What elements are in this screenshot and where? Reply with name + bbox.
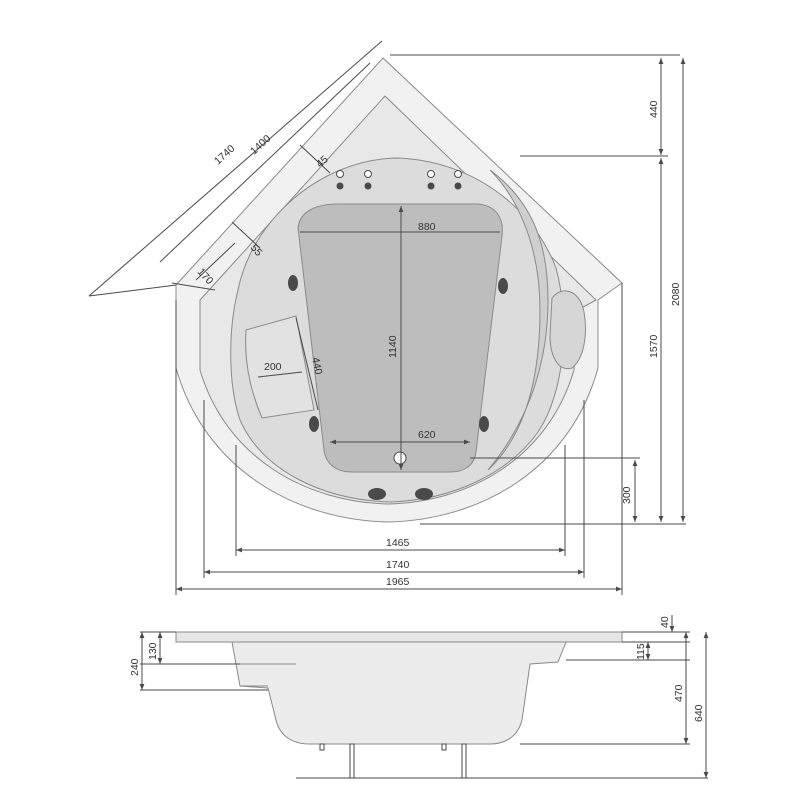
dim-total-width: 1965: [386, 576, 410, 588]
right-contour: [487, 169, 549, 471]
side-view: 40 115 130 240 470 640: [129, 615, 709, 779]
dim-rim-height: 115: [635, 643, 647, 660]
control-button: [454, 170, 462, 178]
control-button: [427, 182, 435, 190]
dim-seat-width: 200: [264, 361, 282, 373]
control-button: [336, 170, 344, 178]
dim-floor-length: 1140: [387, 335, 399, 358]
dim-step-height: 240: [129, 658, 141, 676]
jet: [368, 488, 386, 500]
drain-icon: [393, 451, 407, 465]
dim-corner-depth: 440: [648, 100, 660, 118]
basin-floor: [297, 203, 503, 473]
jet: [309, 416, 319, 432]
legs: [319, 743, 467, 779]
dim-diagonal-inner: 1400: [248, 133, 274, 158]
dim-floor-width-top: 880: [418, 221, 436, 233]
dim-inner-width: 1465: [386, 537, 410, 549]
side-rim: [175, 631, 623, 643]
dim-outer-width: 1740: [386, 559, 410, 571]
leg: [441, 743, 447, 751]
control-button: [364, 182, 372, 190]
controls-top: [336, 170, 462, 178]
dim-floor-width-bottom: 620: [418, 429, 436, 441]
control-button: [454, 182, 462, 190]
leg: [349, 743, 355, 779]
dim-side-length: 1570: [648, 334, 660, 358]
jet: [498, 278, 508, 294]
dim-bath-depth: 470: [673, 684, 685, 702]
seat-area: [245, 315, 315, 419]
dim-seat-height: 130: [147, 642, 159, 660]
jet: [479, 416, 489, 432]
headrest: [549, 290, 586, 370]
dim-total-height: 640: [693, 704, 705, 722]
dim-seat-length: 440: [309, 356, 324, 376]
dim-drain-offset: 300: [621, 486, 633, 504]
dim-diagonal-outer: 1740: [212, 143, 238, 168]
jets: [288, 182, 508, 500]
control-button: [336, 182, 344, 190]
control-button: [364, 170, 372, 178]
leg: [461, 743, 467, 779]
side-seat-line: [240, 663, 296, 687]
jet: [415, 488, 433, 500]
dim-total-depth: 2080: [670, 282, 682, 306]
control-button: [427, 170, 435, 178]
side-body: [231, 641, 567, 745]
jet: [288, 275, 298, 291]
leg: [319, 743, 325, 751]
dim-rim-thickness: 40: [659, 616, 671, 628]
plan-view: 1740 1400 45 55 170 880 1140 200 440 620…: [88, 40, 686, 595]
